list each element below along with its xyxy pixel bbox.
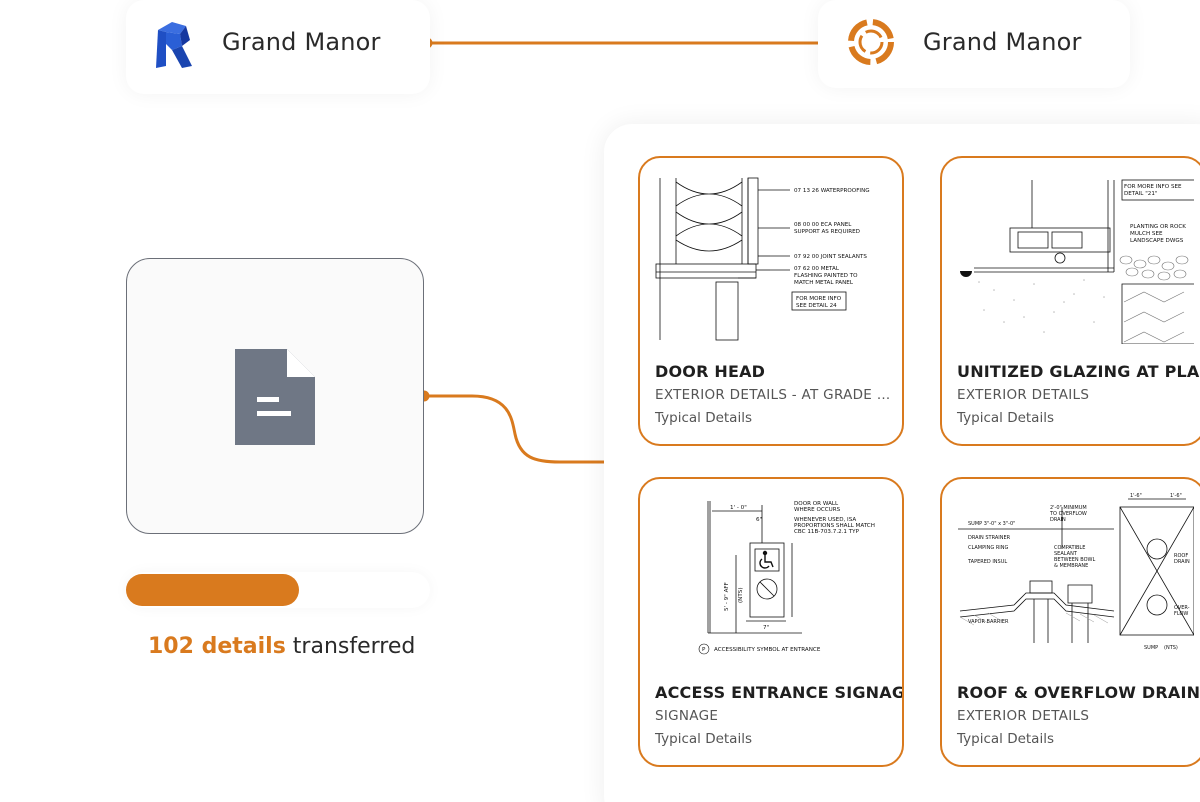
thumb-note: SUMP 3"-0" x 3"-0" [968,521,1015,527]
thumb-note: ROOF [1174,553,1188,559]
thumb-note: DETAIL "21" [1124,191,1158,197]
thumb-note: 07 62 00 METAL [794,266,840,272]
thumb-note: CLAMPING RING [968,545,1009,551]
transfer-progress-fill [126,574,300,606]
thumb-note: P [702,647,706,653]
thumb-note: TAPERED INSUL [967,559,1007,565]
thumb-note: SEE DETAIL 24 [796,303,837,309]
transfer-progress-bar [126,572,430,608]
detail-card[interactable]: SUMP 3"-0" x 3"-0" 2'-0" MINIMUM TO OVER… [940,477,1200,767]
detail-drawing-thumbnail: FOR MORE INFO SEE DETAIL "21" PLANTING O… [960,179,1194,344]
detail-group: Typical Details [957,410,1054,426]
thumb-note: COMPATIBLE [1054,545,1085,551]
thumb-note: PROPORTIONS SHALL MATCH [794,523,875,529]
thumb-note: BETWEEN BOWL [1054,557,1095,563]
thumb-note: 2'-0" MINIMUM [1050,505,1087,511]
thumb-note: WHERE OCCURS [794,507,841,513]
thumb-note: OVER- [1174,605,1190,611]
thumb-note: VAPOR BARRIER [968,619,1009,625]
thumb-note: (NTS) [1164,645,1178,651]
thumb-note: MULCH SEE [1130,231,1163,237]
thumb-note: SUPPORT AS REQUIRED [794,229,860,235]
detail-card[interactable]: FOR MORE INFO SEE DETAIL "21" PLANTING O… [940,156,1200,446]
thumb-note: FLOW [1174,611,1188,617]
thumb-note: 1'-6" [1170,493,1182,499]
target-project-chip[interactable]: Grand Manor [818,0,1130,88]
thumb-note: 5' - 9" AFF [724,582,730,611]
thumb-note: SUMP [1144,645,1158,651]
thumb-note: DRAIN [1174,559,1190,565]
detail-category: SIGNAGE [655,708,719,724]
detail-card[interactable]: 07 13 26 WATERPROOFING 08 00 00 ECA PANE… [638,156,904,446]
source-project-chip[interactable]: Grand Manor [126,0,430,94]
thumb-note: FOR MORE INFO SEE [1124,184,1182,190]
source-project-name: Grand Manor [222,28,381,56]
thumb-note: PLANTING OR ROCK [1130,224,1186,230]
detail-title: ACCESS ENTRANCE SIGNAGE [655,683,904,702]
transfer-status-suffix: transferred [285,634,416,659]
document-icon [235,349,315,445]
thumb-note: 7" [763,625,770,631]
thumb-note: WHENEVER USED, ISA [794,517,856,523]
thumb-note: ACCESSIBILITY SYMBOL AT ENTRANCE [714,647,821,653]
thumb-note: 1'-6" [1130,493,1142,499]
thumb-note: LANDSCAPE DWGS [1130,238,1184,244]
file-link-line [424,394,606,464]
thumb-note: FOR MORE INFO [796,296,842,302]
thumb-note: 1' - 0" [730,505,747,511]
thumb-note: FLASHING PAINTED TO [794,273,858,279]
thumb-note: DRAIN STRAINER [968,535,1011,541]
detail-drawing-thumbnail: SUMP 3"-0" x 3"-0" 2'-0" MINIMUM TO OVER… [958,493,1194,651]
revit-logo-icon [156,22,192,68]
thumb-note: DRAIN [1050,517,1066,523]
detail-title: UNITIZED GLAZING AT PLANTI [957,362,1200,381]
thumb-note: SEALANT [1054,551,1078,557]
thumb-note: (NTS) [738,587,744,603]
thumb-note: MATCH METAL PANEL [794,280,854,286]
detail-category: EXTERIOR DETAILS - AT GRADE & D... [655,387,891,403]
transfer-count: 102 details [148,634,286,659]
detail-title: DOOR HEAD [655,362,766,381]
detail-group: Typical Details [655,410,752,426]
thumb-note: DOOR OR WALL [794,501,839,507]
transfer-status-text: 102 details transferred [148,634,415,659]
source-file-card[interactable] [126,258,424,534]
detail-category: EXTERIOR DETAILS [957,708,1090,724]
detail-category: EXTERIOR DETAILS [957,387,1090,403]
thumb-note: 08 00 00 ECA PANEL [794,222,852,228]
detail-group: Typical Details [655,731,752,747]
thumb-note: 07 13 26 WATERPROOFING [794,188,870,194]
detail-title: ROOF & OVERFLOW DRAIN [957,683,1200,702]
thumb-note: 07 92 00 JOINT SEALANTS [794,254,867,260]
target-project-name: Grand Manor [923,28,1082,56]
thumb-note: CBC 11B-703.7.2.1 TYP [794,529,860,535]
detail-group: Typical Details [957,731,1054,747]
thumb-note: TO OVERFLOW [1049,511,1087,517]
thumb-note: 6" [756,517,763,523]
detail-card[interactable]: DOOR OR WALL WHERE OCCURS WHENEVER USED,… [638,477,904,767]
detail-drawing-thumbnail: DOOR OR WALL WHERE OCCURS WHENEVER USED,… [698,501,875,655]
thumb-note: & MEMBRANE [1054,563,1088,569]
ring-logo-icon [848,19,894,65]
detail-drawing-thumbnail: 07 13 26 WATERPROOFING 08 00 00 ECA PANE… [655,177,870,341]
